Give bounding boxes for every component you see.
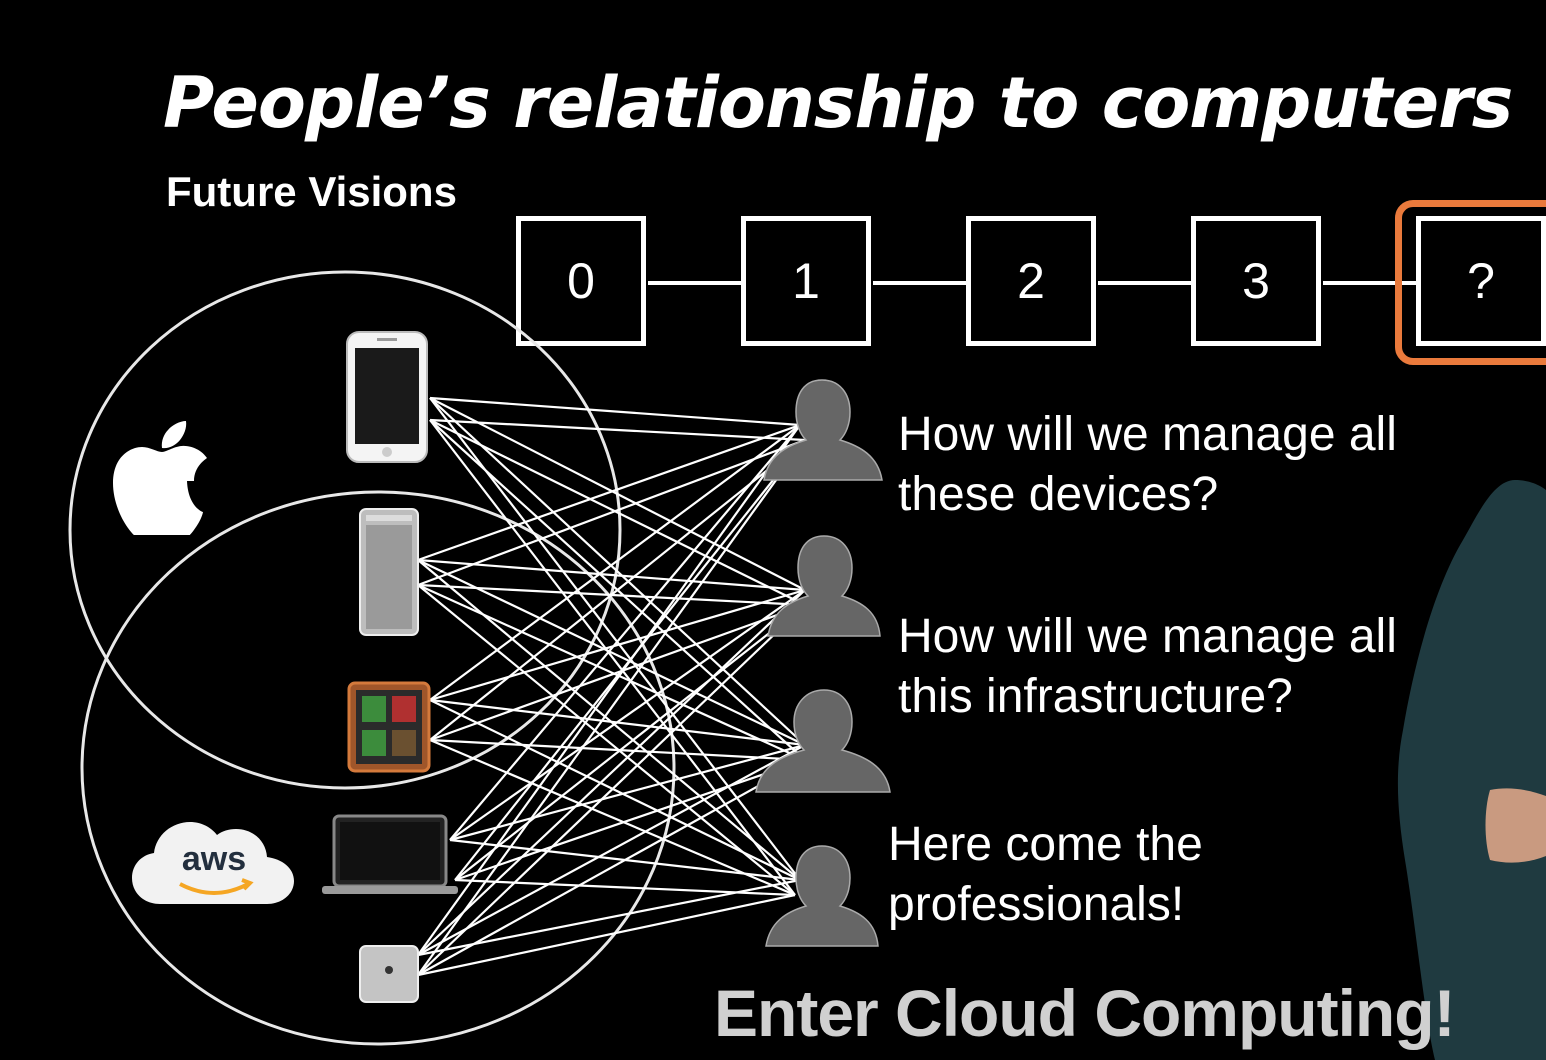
apple-ecosystem-circle: [68, 270, 622, 790]
mac-pro-tower-icon: [359, 508, 419, 636]
connection-line: [417, 559, 806, 746]
connection-line: [417, 423, 801, 562]
stage-box-1: 1: [741, 216, 871, 346]
connection-line: [417, 744, 806, 956]
connection-line: [417, 424, 801, 956]
connection-line: [417, 878, 801, 957]
connection-line: [429, 396, 801, 427]
aws-ecosystem-circle: [80, 490, 676, 1046]
connection-line: [417, 589, 806, 956]
mac-mini-icon: [359, 945, 419, 1003]
apple-logo-icon: [113, 421, 207, 535]
person-silhouette-icon: [755, 689, 891, 793]
stage-connector: [648, 281, 743, 285]
question-line: How will we manage all: [898, 610, 1397, 663]
stage-highlight: [1395, 200, 1546, 365]
stage-connector: [1098, 281, 1193, 285]
connection-line: [429, 588, 806, 702]
connection-line: [454, 878, 796, 897]
stage-connector: [1323, 281, 1418, 285]
connection-line: [429, 439, 806, 741]
stage-connector: [873, 281, 968, 285]
connection-lines: [417, 396, 806, 977]
question-line: How will we manage all: [898, 408, 1397, 461]
macbook-icon: [322, 814, 458, 894]
person-silhouette-icon: [767, 535, 881, 637]
question-line: professionals!: [888, 878, 1185, 931]
presenter-silhouette: [1397, 480, 1546, 1060]
connection-line: [417, 439, 806, 976]
connection-line: [454, 604, 806, 881]
connection-line: [417, 759, 806, 976]
connection-line: [417, 893, 796, 977]
iphone-icon: [346, 331, 428, 463]
connection-line: [417, 558, 806, 592]
cta-text: Enter Cloud Computing!: [714, 976, 1456, 1050]
connection-line: [417, 438, 806, 587]
person-silhouette-icon: [765, 845, 879, 947]
stage-box-2: 2: [966, 216, 1096, 346]
slide-title: People’s relationship to computers: [163, 62, 1513, 144]
connection-line: [429, 603, 806, 742]
connection-line: [429, 419, 796, 896]
connection-line: [417, 583, 806, 762]
question-line: Here come the: [888, 818, 1203, 871]
connection-line: [429, 419, 806, 606]
slide-subtitle: Future Visions: [166, 168, 457, 215]
question-professionals: Here come the professionals!: [888, 815, 1203, 935]
connection-line: [429, 424, 801, 701]
stage-box-3: 3: [1191, 216, 1321, 346]
ipod-nano-icon: [347, 681, 431, 773]
connection-line: [429, 397, 806, 746]
question-infrastructure: How will we manage all this infrastructu…: [898, 607, 1397, 727]
connection-line: [417, 584, 796, 896]
connection-line: [429, 397, 801, 881]
connection-line: [454, 758, 806, 882]
question-line: this infrastructure?: [898, 670, 1293, 723]
connection-line: [449, 589, 806, 841]
connection-line: [449, 424, 801, 841]
aws-cloud-icon: aws: [130, 810, 298, 906]
connection-line: [429, 418, 806, 442]
stage-box-unknown: ?: [1416, 216, 1546, 346]
connection-line: [429, 738, 796, 897]
question-line: these devices?: [898, 468, 1219, 521]
connection-line: [429, 699, 801, 881]
question-devices: How will we manage all these devices?: [898, 405, 1397, 525]
connection-line: [417, 604, 806, 976]
person-silhouette-icon: [763, 379, 883, 481]
connection-line: [429, 397, 806, 591]
connection-line: [429, 738, 806, 762]
stage-box-0: 0: [516, 216, 646, 346]
aws-label: aws: [181, 840, 247, 878]
connection-line: [449, 743, 806, 842]
